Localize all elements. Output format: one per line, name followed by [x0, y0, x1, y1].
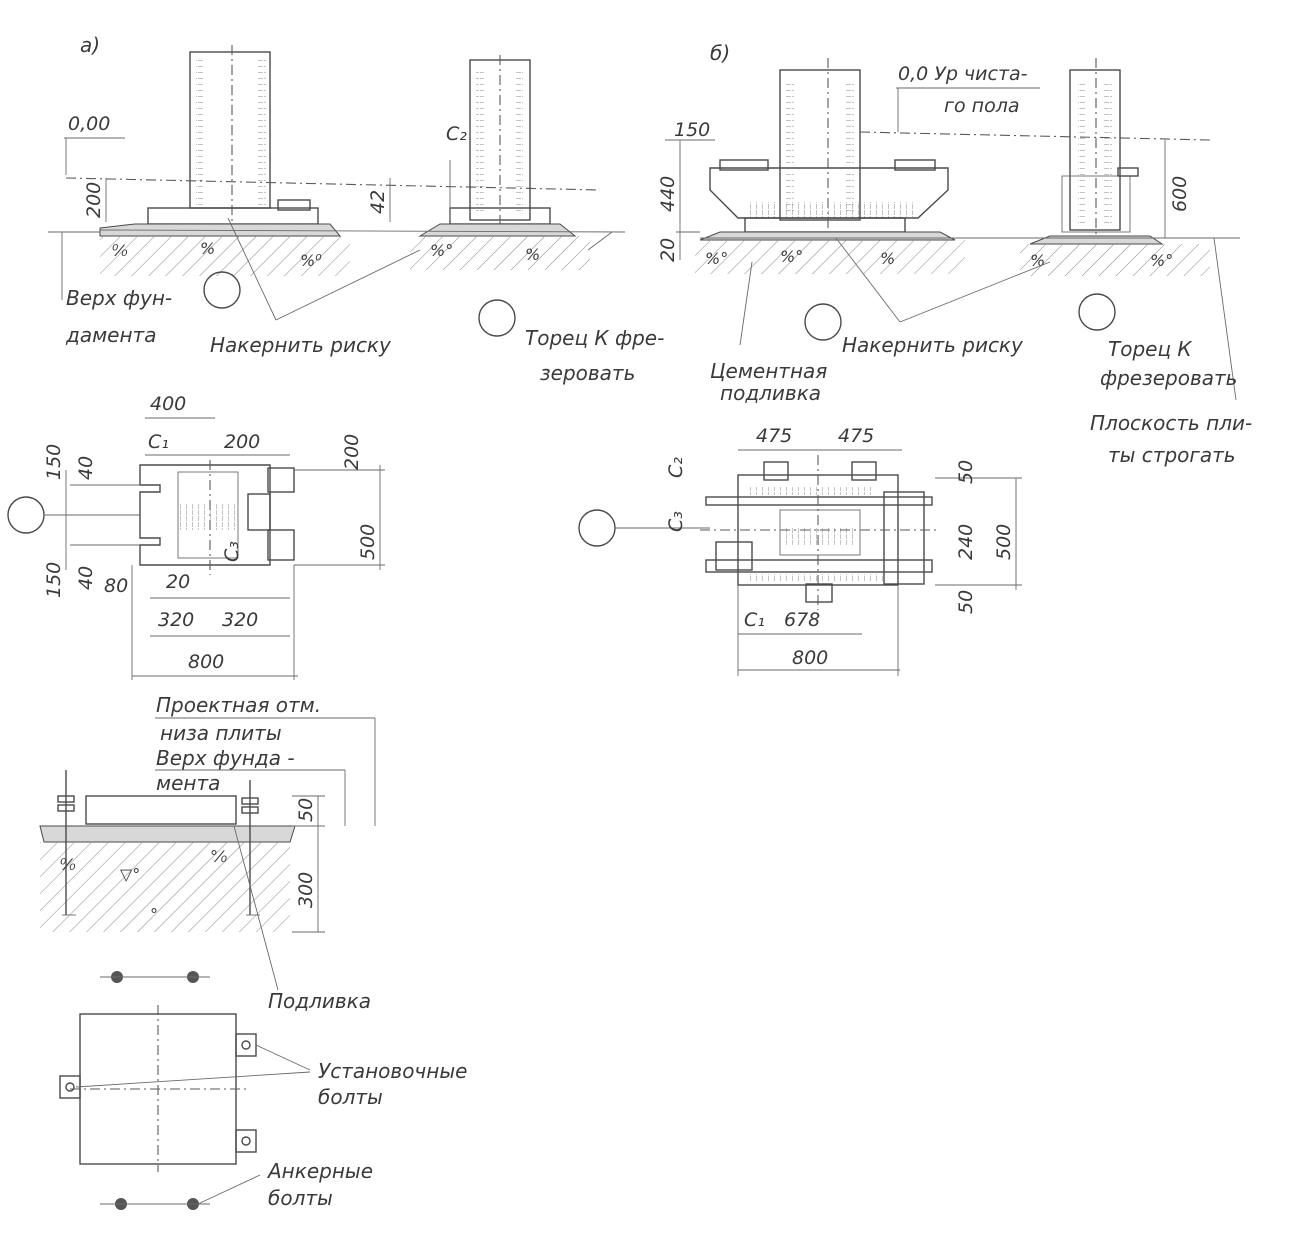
label-plate-plane-2: ты строгать: [1108, 443, 1236, 467]
dim-b-240: 240: [955, 524, 977, 560]
svg-text:⁰⁄₀: ⁰⁄₀: [60, 855, 76, 874]
dim-a-40-bottom: 40: [75, 566, 97, 590]
label-mill-end-a-2: зеровать: [540, 361, 635, 385]
marker-circle-b2: [1078, 293, 1116, 331]
dim-a-800: 800: [188, 651, 224, 673]
label-cement-grout-2: подливка: [720, 381, 821, 405]
label-found-top2-1: Верх фунда -: [156, 746, 295, 770]
dim-b-c3: C₃: [665, 511, 687, 532]
dim-b-150: 150: [674, 119, 710, 141]
marker-circle-a1: [203, 271, 241, 309]
dim-a-500: 500: [357, 524, 379, 560]
label-plate-plane-1: Плоскость пли-: [1090, 411, 1252, 435]
dim-a-c1: C₁: [148, 431, 169, 453]
label-cement-grout-1: Цементная: [710, 359, 827, 383]
marker-circle-plan-a: [7, 496, 45, 534]
svg-text:%°: %°: [780, 247, 803, 266]
dim-b-475-right: 475: [838, 425, 874, 447]
zero-floor-1: 0,0 Ур чиста-: [898, 63, 1028, 85]
dim-b-50-bottom: 50: [955, 590, 977, 614]
zero-floor-2: го пола: [944, 95, 1019, 117]
dim-a-40-top: 40: [75, 456, 97, 480]
dim-a-150-bottom: 150: [43, 562, 65, 598]
view-a-label: а): [80, 33, 100, 57]
label-foundation-top-2: дамента: [65, 323, 156, 347]
svg-text:%°: %°: [430, 241, 453, 260]
plan-b: 475 475 C₂ C₃ 50 240 500 50 C₁ 678 800: [578, 425, 1022, 676]
dim-b-800: 800: [792, 647, 828, 669]
dim-c-300: 300: [295, 872, 317, 908]
plan-a: 400 C₁ 200 150 40 150 40 200 500 80 20 C…: [7, 393, 385, 680]
dim-b-20: 20: [657, 238, 679, 262]
dim-a-320-left: 320: [158, 609, 194, 631]
dim-b-500: 500: [993, 524, 1015, 560]
svg-text:°: °: [150, 905, 158, 924]
dim-a-150-top: 150: [43, 444, 65, 480]
label-foundation-top-1: Верх фун-: [66, 286, 172, 310]
label-found-top2-2: мента: [156, 771, 220, 795]
dim-a-c2: C₂: [446, 123, 467, 145]
dim-a-42: 42: [367, 190, 389, 214]
label-mill-end-b-1: Торец К: [1108, 337, 1192, 361]
dim-b-440: 440: [657, 176, 679, 212]
svg-text:%: %: [525, 245, 540, 264]
dim-a-200-right: 200: [341, 434, 363, 470]
marker-circle-b1: [804, 303, 842, 341]
dim-b-c1: C₁: [744, 609, 765, 631]
bolt-plan: Установочные болты Анкерные болты: [59, 971, 467, 1210]
dim-b-c2: C₂: [665, 457, 687, 478]
label-mill-end-a-1: Торец К фре-: [525, 326, 664, 350]
dim-b-50-top: 50: [955, 460, 977, 484]
label-grout: Подливка: [268, 989, 371, 1013]
label-design-mark-2: низа плиты: [160, 721, 282, 745]
svg-text:⁰⁄₀: ⁰⁄₀: [112, 241, 128, 260]
svg-text:%: %: [200, 239, 215, 258]
marker-circle-plan-b: [578, 509, 616, 547]
column-b-side: [1069, 69, 1121, 231]
dim-a-200: 200: [83, 182, 105, 218]
foundation-c: [39, 825, 296, 843]
setting-bolt-1: [235, 1033, 257, 1057]
dim-a-20: 20: [166, 571, 190, 593]
cement-grout-b: [709, 167, 949, 219]
label-setting-bolts-2: болты: [318, 1085, 383, 1109]
svg-text:%°: %°: [705, 249, 728, 268]
label-punch-mark-b: Накернить риску: [842, 333, 1024, 357]
plan-a-outline: [139, 464, 271, 566]
foundation-a: [99, 223, 342, 237]
dim-b-600: 600: [1169, 176, 1191, 212]
dim-a-c3: C₃: [221, 541, 243, 562]
setting-bolt-2: [235, 1129, 257, 1153]
view-a-section: а) ⁰⁄₀ % %⁰ 0,00 200 Верх фун- даме: [48, 33, 664, 385]
dim-c-50: 50: [295, 798, 317, 822]
label-punch-mark-a: Накернить риску: [210, 333, 392, 357]
bolt-section: Проектная отм. низа плиты Верх фунда - м…: [39, 693, 376, 1013]
dim-a-400: 400: [150, 393, 186, 415]
dim-a-200-plan: 200: [224, 431, 260, 453]
zero-mark-a: 0,00: [68, 113, 110, 135]
marker-circle-a2: [478, 299, 516, 337]
label-mill-end-b-2: фрезеровать: [1100, 366, 1237, 390]
svg-text:%: %: [880, 249, 895, 268]
label-design-mark-1: Проектная отм.: [156, 693, 321, 717]
view-b-section: б) %° %° % 0,0 Ур чиста- го пола 150 440…: [657, 41, 1252, 467]
svg-text:▽°: ▽°: [120, 865, 140, 884]
base-plate-c: [85, 795, 237, 825]
svg-text:°⁄₀: °⁄₀: [210, 847, 228, 866]
dim-a-80: 80: [104, 575, 128, 597]
dim-a-320-right: 320: [222, 609, 258, 631]
dim-b-475-left: 475: [756, 425, 792, 447]
dim-b-678: 678: [784, 609, 820, 631]
column-b: [779, 69, 861, 221]
svg-text:%°: %°: [1150, 251, 1173, 270]
view-b-label: б): [710, 41, 730, 65]
svg-text:%⁰: %⁰: [300, 251, 322, 270]
label-anchor-bolts-2: болты: [268, 1186, 333, 1210]
label-setting-bolts-1: Установочные: [318, 1059, 467, 1083]
label-anchor-bolts-1: Анкерные: [266, 1159, 373, 1183]
